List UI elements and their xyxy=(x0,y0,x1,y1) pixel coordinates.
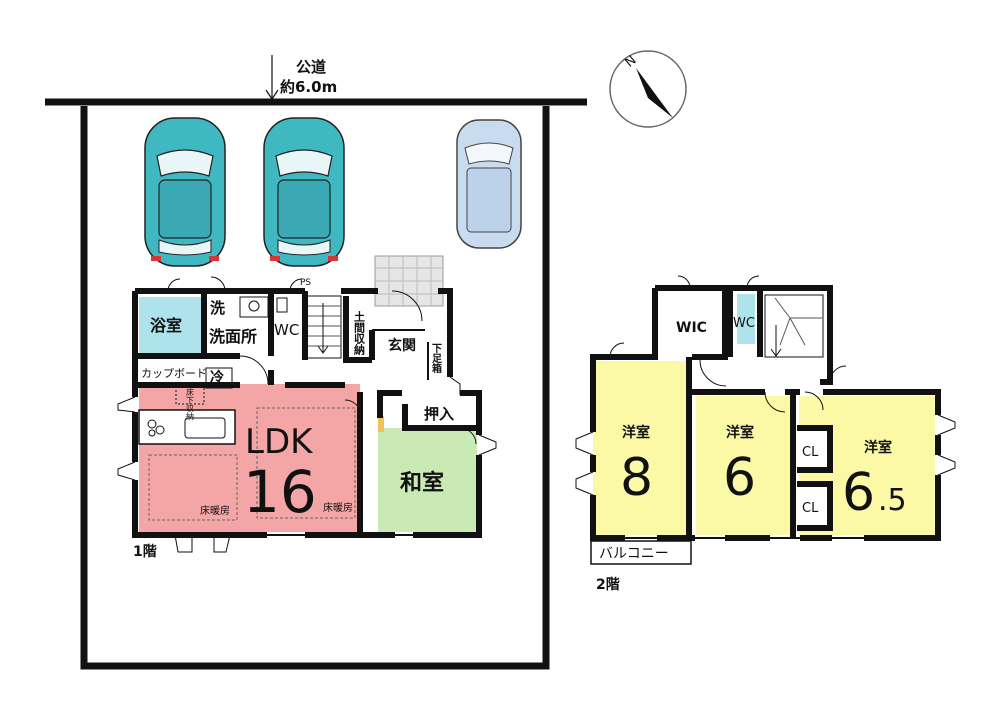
road-label: 公道 約6.0m xyxy=(265,55,337,101)
road-width: 約6.0m xyxy=(280,78,337,96)
fridge: 冷 xyxy=(210,369,224,386)
oshiire: 押入 xyxy=(424,405,454,423)
kitchen-counter xyxy=(138,409,236,445)
closet-1: CL xyxy=(802,445,819,460)
bath-fill xyxy=(139,297,203,353)
room-entrance: 玄関 xyxy=(388,337,416,354)
room-washitsu: 和室 xyxy=(400,470,444,496)
porch-tiles xyxy=(374,255,444,307)
floor-heating-1: 床暖房 xyxy=(200,504,230,517)
car-icon xyxy=(263,117,345,267)
room-wc-1f: WC xyxy=(274,321,299,339)
room3-size-frac: .5 xyxy=(878,483,907,518)
wash-mark: 洗 xyxy=(210,299,225,317)
stairs xyxy=(304,295,342,359)
compass-icon: N xyxy=(609,50,687,128)
room-wc-2f: WC xyxy=(733,316,755,331)
balcony xyxy=(590,540,692,565)
room2-size: 6 xyxy=(723,448,756,508)
room3-size: 6 xyxy=(842,463,875,523)
car-icon xyxy=(456,119,522,249)
room1-fill xyxy=(593,361,689,535)
floor1-caption: 1階 xyxy=(133,543,157,560)
road-name: 公道 xyxy=(296,58,326,76)
balcony-label: バルコニー xyxy=(599,546,669,562)
ldk-label: LDK xyxy=(245,422,314,462)
washitsu-fill xyxy=(378,428,477,532)
stairs-floor2 xyxy=(764,294,824,358)
room3-label: 洋室 xyxy=(864,439,892,456)
room1-size: 8 xyxy=(620,448,653,508)
walls-floor1 xyxy=(132,288,482,538)
car-icon xyxy=(144,117,226,267)
cupboard: カップボード xyxy=(141,367,207,380)
doors-floor1 xyxy=(117,276,497,553)
room1-label: 洋室 xyxy=(622,424,650,441)
shoe-box: 下足箱 xyxy=(430,343,442,374)
pipe-space: PS xyxy=(300,278,311,288)
floor2-caption: 2階 xyxy=(596,576,620,593)
room-washroom: 洗面所 xyxy=(209,327,257,346)
room2-fill xyxy=(696,396,791,535)
underfloor-storage: 床下収納 xyxy=(186,387,195,421)
doma-storage: 土間収納 xyxy=(353,310,366,356)
ldk-fill xyxy=(139,384,360,532)
closet-2: CL xyxy=(802,501,819,516)
lot xyxy=(45,98,587,670)
walls-floor2 xyxy=(590,285,941,541)
doors-floor2 xyxy=(575,275,956,539)
wic: WIC xyxy=(676,320,707,336)
room-bath: 浴室 xyxy=(150,316,182,335)
room2-label: 洋室 xyxy=(726,424,754,441)
ldk-size: 16 xyxy=(243,458,317,526)
floor-heating-2: 床暖房 xyxy=(323,501,353,514)
